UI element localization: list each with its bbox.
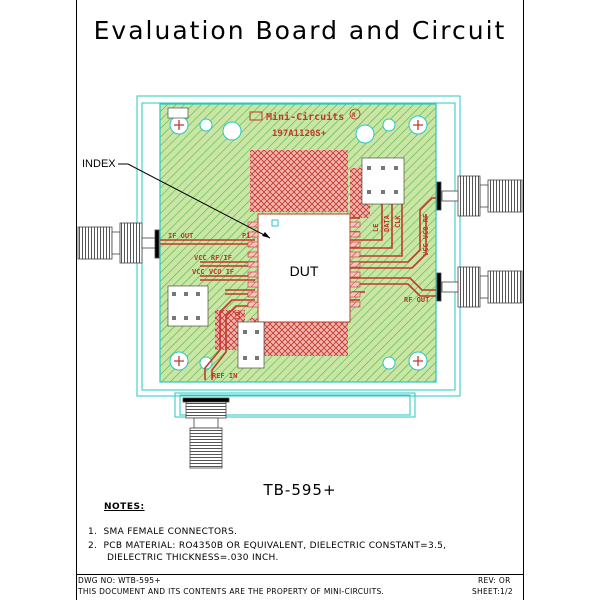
drawing-number: DWG NO: WTB-595+ bbox=[78, 576, 161, 585]
brand-label: Mini-Circuits bbox=[266, 111, 344, 123]
ld-label: LD bbox=[234, 312, 242, 320]
sma-connector-right-bottom bbox=[436, 266, 523, 308]
board-code-label: 197A1120S+ bbox=[272, 129, 327, 139]
note-item: DIELECTRIC THICKNESS=.030 INCH. bbox=[88, 553, 279, 563]
vcc-vco-if-label: VCC VCO IF bbox=[192, 268, 234, 276]
ground-pads bbox=[215, 150, 370, 356]
dut-pads bbox=[247, 221, 361, 308]
notes-heading: NOTES: bbox=[104, 502, 145, 512]
revision: REV: OR bbox=[478, 576, 511, 585]
clk-label: CLK bbox=[394, 215, 402, 228]
dut-label: DUT bbox=[290, 263, 319, 279]
data-label: DATA bbox=[383, 214, 391, 232]
footer-divider bbox=[76, 574, 524, 575]
note-item: 1. SMA FEMALE CONNECTORS. bbox=[88, 527, 238, 537]
sheet-number: SHEET:1/2 bbox=[472, 587, 513, 596]
note-item: 2. PCB MATERIAL: RO4350B OR EQUIVALENT, … bbox=[88, 541, 447, 551]
sma-connector-left bbox=[77, 222, 160, 264]
ref-in-label: REF IN bbox=[212, 372, 237, 380]
evaluation-board-drawing: Mini-Circuits R 197A1120S+ P1 IF OUT VCC… bbox=[77, 95, 523, 469]
page-title: Evaluation Board and Circuit bbox=[93, 16, 507, 45]
index-leader bbox=[118, 163, 271, 239]
dut-body bbox=[257, 213, 351, 323]
le-label: LE bbox=[372, 224, 380, 232]
drawing-sheet bbox=[76, 0, 524, 600]
sma-connector-bottom bbox=[182, 397, 230, 469]
registered-mark: R bbox=[352, 112, 356, 119]
vcc-vco-rf-label: VCC VCO RF bbox=[422, 214, 430, 256]
pin1-label: P1 bbox=[242, 232, 250, 240]
vcc-rf-if-label: VCC RF/IF bbox=[194, 254, 232, 262]
part-number: TB-595+ bbox=[263, 481, 337, 499]
sma-connector-right-top bbox=[436, 175, 523, 217]
if-out-label: IF OUT bbox=[168, 232, 193, 240]
property-notice: THIS DOCUMENT AND ITS CONTENTS ARE THE P… bbox=[78, 587, 385, 596]
mounting-holes bbox=[169, 115, 428, 371]
rf-out-label: RF OUT bbox=[404, 296, 429, 304]
index-label: INDEX bbox=[82, 158, 116, 170]
traces bbox=[160, 196, 436, 380]
